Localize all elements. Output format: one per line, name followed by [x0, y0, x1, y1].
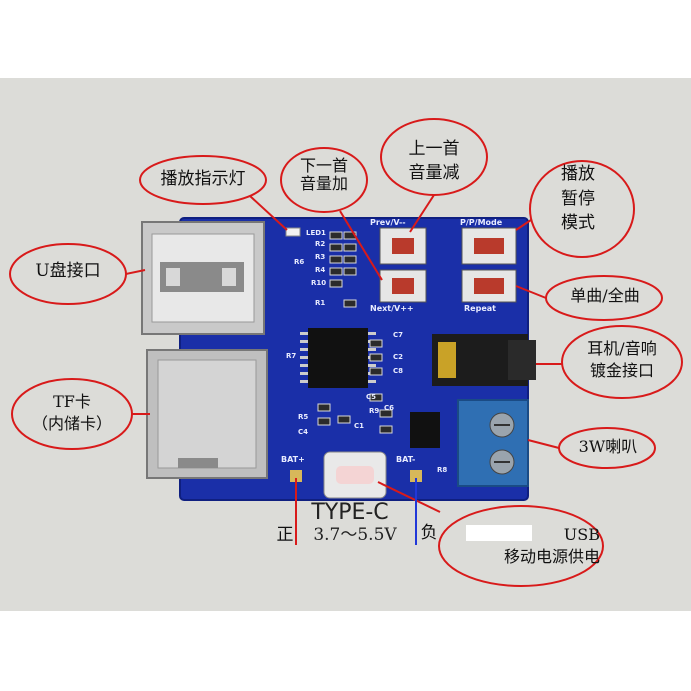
silk-r7: R7 [286, 352, 297, 360]
silk-r3: R3 [315, 253, 326, 261]
negative-label: 负 [420, 523, 438, 543]
label-play-led: 播放指示灯 [160, 169, 246, 189]
label-play-pause-mode: 播放 暂停 模式 [561, 164, 595, 234]
audio-jack [432, 334, 536, 386]
silk-c2: C2 [393, 353, 404, 361]
silk-ppmode: P/P/Mode [460, 218, 503, 227]
silk-prev: Prev/V-- [370, 218, 406, 227]
typec-connector [323, 451, 387, 499]
callout-leaders [125, 194, 562, 545]
buttons [379, 227, 517, 303]
positive-label: 正 [276, 525, 294, 545]
bat-plus-pad [290, 470, 302, 482]
silk-led1: LED1 [306, 229, 326, 237]
silk-repeat: Repeat [464, 304, 496, 313]
label-prev-vol-down: 上一首 音量减 [408, 139, 460, 183]
label-speaker-3w: 3W喇叭 [578, 437, 638, 456]
amp-chip [410, 412, 440, 448]
silk-r9: R9 [369, 407, 380, 415]
silk-c6: C6 [384, 404, 395, 412]
label-tf-card: TF卡 （内储卡） [31, 392, 112, 434]
silk-r10: R10 [311, 279, 327, 287]
silk-c5: C5 [366, 393, 377, 401]
speaker-terminal [457, 399, 529, 487]
silk-r1: R1 [315, 299, 326, 307]
label-headphone-jack: 耳机/音响 镀金接口 [587, 339, 657, 381]
usb-text-mask [466, 525, 532, 541]
label-single-all: 单曲/全曲 [570, 286, 640, 305]
silk-c7: C7 [393, 331, 404, 339]
silk-r6: R6 [294, 258, 305, 266]
silk-r2: R2 [315, 240, 326, 248]
label-next-vol-up: 下一首 音量加 [299, 156, 348, 194]
silk-c8: C8 [393, 367, 404, 375]
silk-bat-minus: BAT- [396, 455, 416, 464]
led1 [285, 227, 301, 237]
label-usb-power: USB 移动电源供电 [503, 525, 600, 566]
tf-card-slot [146, 349, 268, 479]
usb-a-port [141, 221, 265, 335]
silk-c1: C1 [354, 422, 365, 430]
silk-c4: C4 [298, 428, 309, 436]
label-u-disk: U盘接口 [35, 261, 101, 281]
bat-minus-pad [410, 470, 422, 482]
silk-r4: R4 [315, 266, 326, 274]
smd-parts [317, 231, 393, 434]
silk-bat-plus: BAT+ [281, 455, 305, 464]
typec-label: TYPE-C [311, 500, 389, 525]
silk-r8: R8 [437, 466, 448, 474]
main-chip [300, 328, 376, 388]
voltage-label: 3.7～5.5V [313, 525, 397, 545]
silk-next: Next/V++ [370, 304, 414, 313]
silk-r5: R5 [298, 413, 309, 421]
